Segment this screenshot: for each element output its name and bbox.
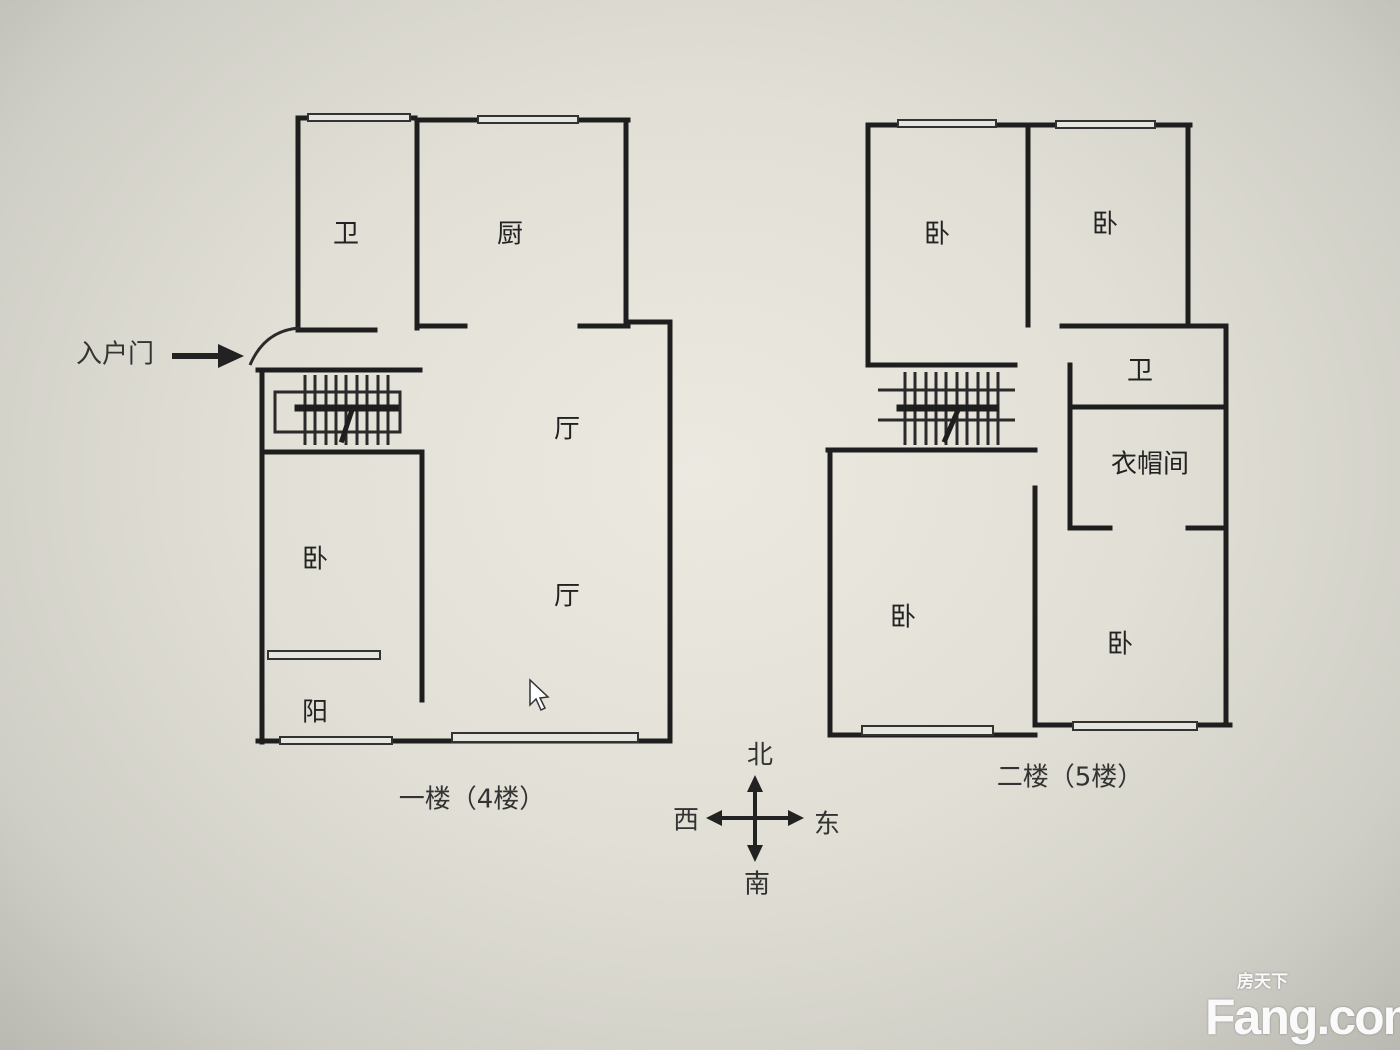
room-label-bedroom: 卧 <box>1107 630 1133 660</box>
watermark-cn: 房天下 <box>1237 972 1288 991</box>
room-label-balcony: 阳 <box>302 698 328 728</box>
room-label-bedroom: 卧 <box>302 545 328 575</box>
compass-east: 东 <box>814 810 840 840</box>
floor1-stairs <box>273 375 402 445</box>
floor2-stairs <box>878 372 1015 445</box>
room-label-bath: 卫 <box>1127 357 1153 387</box>
entrance-label: 入户门 <box>76 340 154 370</box>
entrance-arrow-icon <box>172 344 244 368</box>
entrance-door-arc <box>248 326 301 366</box>
compass-north: 北 <box>747 741 773 771</box>
mouse-cursor-icon <box>529 678 550 712</box>
compass-arrows-icon <box>706 775 804 862</box>
room-label-bedroom: 卧 <box>890 603 916 633</box>
compass-west: 西 <box>673 806 699 836</box>
floor1-plan: 卫 厨 厅 厅 卧 阳 入户门 一楼（4楼） <box>76 113 673 815</box>
room-label-bedroom: 卧 <box>924 220 950 250</box>
room-label-kitchen: 厨 <box>497 220 523 250</box>
floor2-caption: 二楼（5楼） <box>997 763 1144 793</box>
room-label-closet: 衣帽间 <box>1111 450 1189 480</box>
watermark-brand: Fang.com <box>1205 989 1400 1045</box>
room-label-bedroom: 卧 <box>1092 210 1118 240</box>
room-label-living: 厅 <box>554 415 580 445</box>
room-label-bath: 卫 <box>333 220 359 250</box>
floor1-caption: 一楼（4楼） <box>399 785 546 815</box>
compass: 北 南 西 东 <box>673 741 840 900</box>
floor2-plan: 卧 卧 卫 衣帽间 卧 卧 二楼（5楼） <box>825 119 1233 793</box>
compass-south: 南 <box>744 870 770 900</box>
room-label-living: 厅 <box>554 582 580 612</box>
watermark-logo: 房天下 Fang.com <box>1205 972 1400 1043</box>
